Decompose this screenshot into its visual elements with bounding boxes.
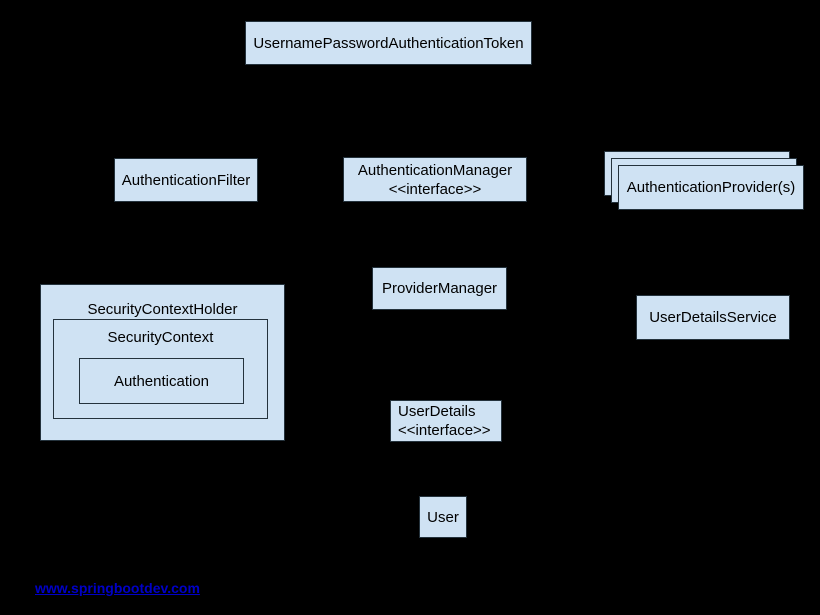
node-label: User [427,508,459,526]
node-stereotype: <<interface>> [398,422,491,439]
node-label: AuthenticationProvider(s) [626,179,796,196]
node-label: AuthenticationManager <<interface>> [358,161,512,199]
footer-website-link[interactable]: www.springbootdev.com [35,580,200,596]
node-label: SecurityContext [107,329,214,346]
node-security-context: SecurityContext Authentication [53,319,268,419]
node-label: UsernamePasswordAuthenticationToken [253,34,524,52]
node-authentication: Authentication [79,358,244,404]
node-label: UserDetailsService [649,309,777,326]
node-user-details-service: UserDetailsService [636,295,790,340]
node-label: UserDetails <<interface>> [398,402,491,440]
node-username-password-authentication-token: UsernamePasswordAuthenticationToken [245,21,532,65]
node-label: AuthenticationFilter [121,171,251,189]
node-label: ProviderManager [381,280,498,297]
node-label: SecurityContextHolder [87,301,238,318]
node-title: UserDetails [398,403,476,420]
node-label: Authentication [113,372,210,390]
node-user-details: UserDetails <<interface>> [390,400,502,442]
node-security-context-holder: SecurityContextHolder SecurityContext Au… [40,284,285,441]
node-provider-manager: ProviderManager [372,267,507,310]
node-user: User [419,496,467,538]
node-authentication-providers-stack: AuthenticationProvider(s) [604,151,808,213]
node-stereotype: <<interface>> [388,180,482,198]
node-authentication-manager: AuthenticationManager <<interface>> [343,157,527,202]
node-title: AuthenticationManager [357,161,513,179]
node-authentication-filter: AuthenticationFilter [114,158,258,202]
node-authentication-providers: AuthenticationProvider(s) [618,165,804,210]
